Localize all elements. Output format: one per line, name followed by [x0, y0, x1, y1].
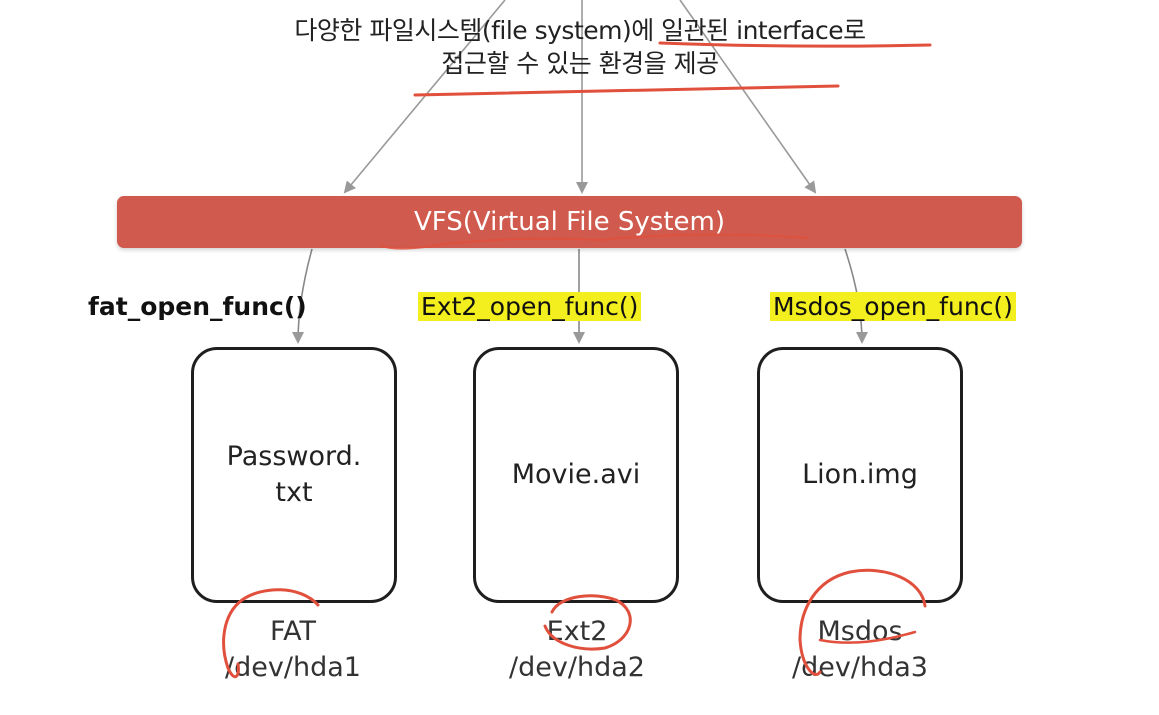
file-name-ext2: Movie.avi — [511, 459, 641, 490]
fs-box-fat: Password. txt — [191, 347, 397, 603]
file-name-msdos: Lion.img — [802, 459, 918, 490]
fs-device-fat: /dev/hda1 — [225, 652, 361, 683]
fs-device-ext2: /dev/hda2 — [509, 652, 645, 683]
fs-device-msdos: /dev/hda3 — [792, 652, 928, 683]
diagram-caption: 다양한 파일시스템(file system)에 일관된 interface로 접… — [180, 14, 980, 80]
func-label-msdos: Msdos_open_func() — [770, 290, 1016, 324]
fs-type-ext2: Ext2 — [546, 616, 608, 647]
vfs-label: VFS(Virtual File System) — [413, 207, 726, 237]
fs-label-ext2: Ext2 /dev/hda2 — [472, 614, 682, 686]
fs-type-fat: FAT — [270, 616, 316, 647]
vfs-layer-bar: VFS(Virtual File System) — [117, 196, 1022, 248]
underline-caption-line-2 — [413, 84, 840, 97]
caption-line-1: 다양한 파일시스템(file system)에 일관된 interface로 — [294, 16, 866, 45]
file-name-fat: Password. txt — [226, 441, 362, 508]
fs-box-ext2: Movie.avi — [473, 347, 679, 603]
fs-type-msdos: Msdos — [817, 616, 903, 647]
fs-label-fat: FAT /dev/hda1 — [188, 614, 398, 686]
func-label-ext2: Ext2_open_func() — [418, 290, 642, 324]
func-label-fat: fat_open_func() — [88, 292, 307, 321]
fs-label-msdos: Msdos /dev/hda3 — [755, 614, 965, 686]
caption-line-2: 접근할 수 있는 환경을 제공 — [441, 49, 719, 78]
fs-box-msdos: Lion.img — [757, 347, 963, 603]
